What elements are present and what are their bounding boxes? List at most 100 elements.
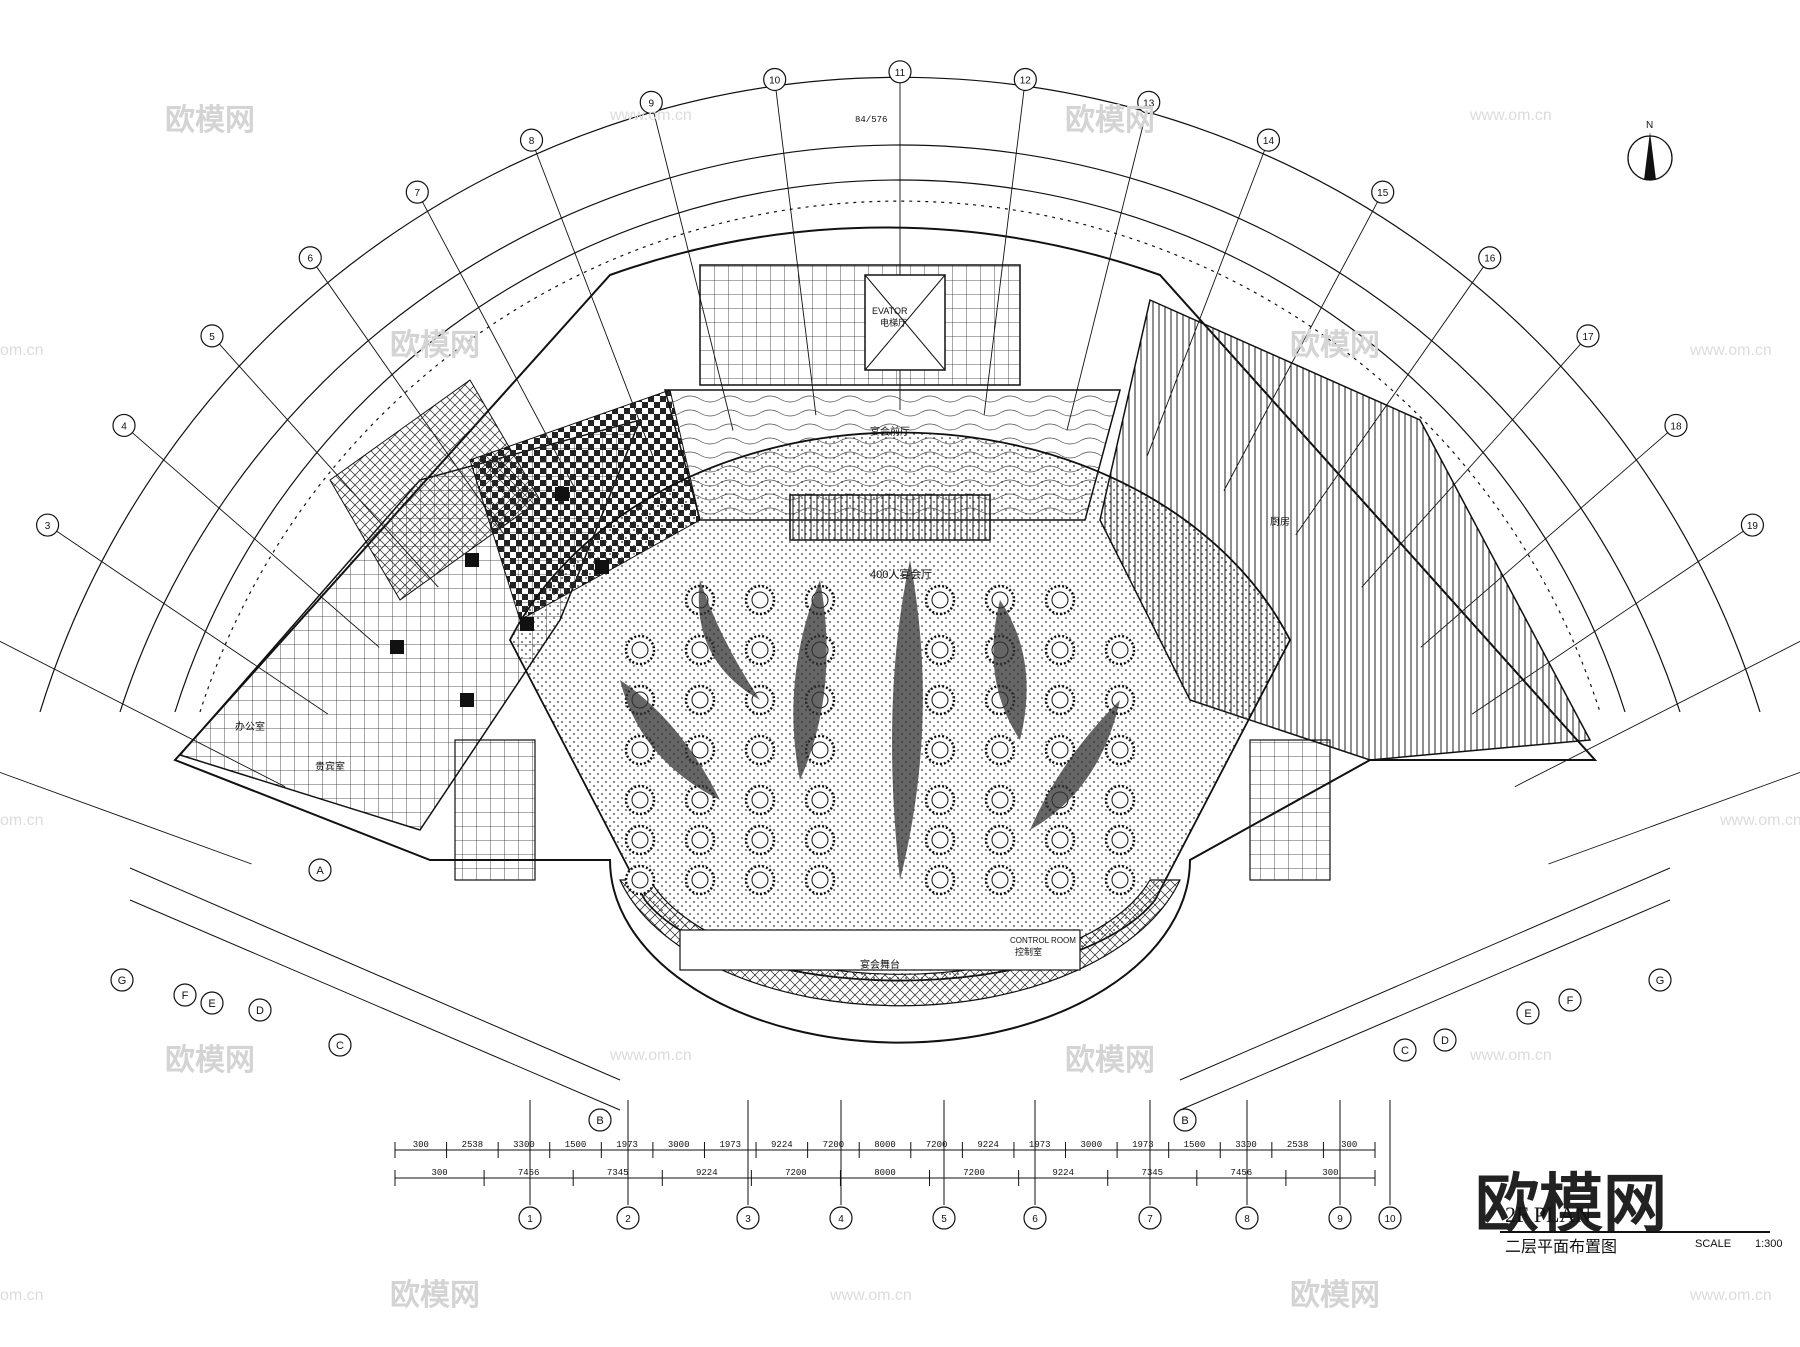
round-table xyxy=(924,584,956,616)
arc-axis-bubble: 10 xyxy=(763,67,787,92)
north-label: N xyxy=(1646,120,1653,131)
dimension-value: 3000 xyxy=(1081,1140,1103,1150)
arc-axis-bubble: 6 xyxy=(298,246,322,270)
kitchen-label: 厨房 xyxy=(1270,515,1290,528)
bottom-axis-bubble: 5 xyxy=(932,1206,956,1230)
control-room-label-cn: 控制室 xyxy=(1015,946,1042,957)
left-axis-bubble: C xyxy=(328,1033,352,1057)
dimension-value: 7200 xyxy=(926,1140,948,1150)
dimension-value: 1973 xyxy=(616,1140,638,1150)
arc-axis-label: 5 xyxy=(209,332,215,343)
arc-axis-bubble: 4 xyxy=(112,413,136,438)
round-table xyxy=(1104,784,1136,816)
arc-axis-bubble: 16 xyxy=(1478,246,1502,270)
arc-axis-bubble: 18 xyxy=(1664,413,1688,438)
round-table xyxy=(624,864,656,896)
banquet-label: 400人宴会厅 xyxy=(870,567,932,581)
round-table xyxy=(984,824,1016,856)
round-table xyxy=(744,584,776,616)
right-axis-bubble: E xyxy=(1516,1001,1540,1025)
right-axis-bubble: D xyxy=(1433,1028,1457,1052)
scale-value: 1:300 xyxy=(1755,1238,1783,1250)
svg-text:F: F xyxy=(182,990,189,1002)
dimension-value: 1973 xyxy=(719,1140,741,1150)
svg-text:E: E xyxy=(208,998,215,1010)
svg-text:www.om.cn: www.om.cn xyxy=(1689,1287,1772,1304)
arc-axis-bubble: 15 xyxy=(1371,180,1395,204)
round-table xyxy=(984,734,1016,766)
arc-axis-label: 15 xyxy=(1377,188,1389,199)
right-stair xyxy=(1249,739,1331,881)
elevator-label-cn: 电梯厅 xyxy=(880,317,907,328)
left-stair xyxy=(454,739,536,881)
dimension-value: 7456 xyxy=(518,1168,540,1178)
arc-axis-bubble: 3 xyxy=(35,513,60,537)
svg-text:欧模网: 欧模网 xyxy=(165,103,255,138)
round-table xyxy=(744,784,776,816)
arc-axis-label: 7 xyxy=(415,188,421,199)
arc-axis-bubble: 5 xyxy=(200,324,224,348)
left-axis-bubble: D xyxy=(248,998,272,1022)
right-axis-bubble: C xyxy=(1393,1038,1417,1062)
round-table xyxy=(684,824,716,856)
svg-text:4: 4 xyxy=(838,1214,844,1225)
arc-axis-label: 4 xyxy=(121,421,127,432)
svg-text:3: 3 xyxy=(745,1214,751,1225)
svg-text:D: D xyxy=(256,1005,264,1017)
dimension-value: 1500 xyxy=(1184,1140,1206,1150)
bottom-axis-bubble: 10 xyxy=(1378,1206,1402,1230)
bottom-axis-bubble: 2 xyxy=(616,1206,640,1230)
dimension-value: 1973 xyxy=(1029,1140,1051,1150)
arc-axis-label: 10 xyxy=(769,75,781,86)
round-table xyxy=(1104,864,1136,896)
svg-text:5: 5 xyxy=(941,1214,947,1225)
svg-text:om.cn: om.cn xyxy=(0,342,44,359)
arc-axis-bubble: 12 xyxy=(1013,67,1037,92)
watermarks: 欧模网 www.om.cn 欧模网 www.om.cn om.cn 欧模网 欧模… xyxy=(0,103,1800,1313)
svg-text:欧模网: 欧模网 xyxy=(390,1278,480,1313)
svg-text:F: F xyxy=(1567,995,1574,1007)
round-table xyxy=(624,784,656,816)
svg-text:6: 6 xyxy=(1032,1214,1038,1225)
dimension-value: 2538 xyxy=(1287,1140,1309,1150)
svg-text:2: 2 xyxy=(625,1214,631,1225)
svg-text:B: B xyxy=(1181,1115,1188,1127)
left-axis-bubble: A xyxy=(308,858,332,882)
control-room-block xyxy=(679,929,1081,971)
right-axis-bubble: G xyxy=(1648,968,1672,992)
bottom-axis-bubble: 6 xyxy=(1023,1206,1047,1230)
arc-axis-label: 14 xyxy=(1263,136,1275,147)
round-table xyxy=(924,634,956,666)
round-table xyxy=(624,634,656,666)
dimension-value: 300 xyxy=(1341,1140,1357,1150)
left-axis-bubble: B xyxy=(588,1108,612,1132)
round-table xyxy=(1044,684,1076,716)
arc-axis-label: 18 xyxy=(1670,421,1682,432)
building-outline xyxy=(173,226,1598,1044)
round-table xyxy=(924,864,956,896)
plan-title-cn: 二层平面布置图 xyxy=(1505,1238,1617,1256)
svg-text:9: 9 xyxy=(1337,1214,1343,1225)
svg-text:1: 1 xyxy=(527,1214,533,1225)
arc-axis-bubble: 19 xyxy=(1740,513,1765,537)
svg-text:欧模网: 欧模网 xyxy=(1290,1278,1380,1313)
arc-axis-bubble: 17 xyxy=(1576,324,1600,348)
round-table xyxy=(684,684,716,716)
round-table xyxy=(804,864,836,896)
svg-text:www.om.cn: www.om.cn xyxy=(1719,812,1800,829)
svg-text:7: 7 xyxy=(1147,1214,1153,1225)
dimension-value: 9224 xyxy=(696,1168,718,1178)
dimension-value: 9224 xyxy=(771,1140,793,1150)
vip-room-label: 贵宾室 xyxy=(315,760,345,773)
round-table xyxy=(1104,734,1136,766)
round-table xyxy=(804,824,836,856)
round-table xyxy=(804,784,836,816)
round-table xyxy=(924,784,956,816)
service-core xyxy=(699,264,1021,386)
plan-title-en: 2F PLAN xyxy=(1505,1202,1591,1227)
svg-text:C: C xyxy=(1401,1045,1409,1057)
dimension-value: 7345 xyxy=(1141,1168,1163,1178)
round-table xyxy=(1044,864,1076,896)
dimension-value: 3300 xyxy=(1235,1140,1257,1150)
